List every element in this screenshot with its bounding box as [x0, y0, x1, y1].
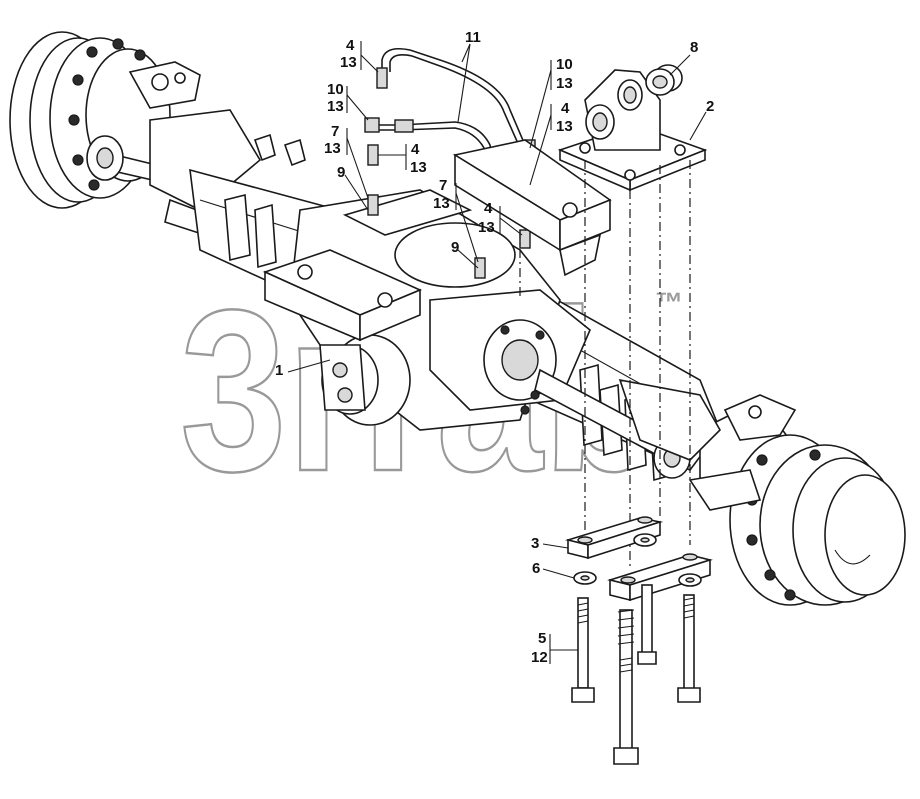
callout-5: 5	[538, 630, 546, 647]
callout-10: 10	[556, 56, 573, 73]
callouts: 4 13 10 13 7 13 4 13 9 11 10 13 4 13 7 1…	[275, 29, 714, 666]
left-mount-pad	[262, 249, 423, 342]
callout-2: 2	[706, 98, 714, 115]
callout-13: 13	[433, 195, 450, 212]
pinion-flange	[319, 334, 411, 426]
callout-9: 9	[337, 164, 345, 181]
callout-13: 13	[410, 159, 427, 176]
callout-4: 4	[346, 37, 355, 54]
callout-12: 12	[531, 649, 548, 666]
washers	[573, 533, 702, 587]
callout-13: 13	[556, 118, 573, 135]
watermark-trademark: ™	[655, 287, 683, 318]
callout-10: 10	[327, 81, 344, 98]
callout-7: 7	[439, 177, 447, 194]
callout-13: 13	[556, 75, 573, 92]
right-wheel-hub	[699, 394, 906, 606]
callout-11: 11	[465, 29, 481, 46]
leader-lines	[287, 41, 707, 664]
right-tie-rod	[534, 368, 762, 511]
callout-8: 8	[690, 39, 698, 56]
callout-4: 4	[561, 100, 570, 117]
callout-3: 3	[531, 535, 539, 552]
callout-4: 4	[484, 200, 493, 217]
callout-4: 4	[411, 141, 420, 158]
callout-6: 6	[532, 560, 540, 577]
callout-7: 7	[331, 123, 339, 140]
callout-13: 13	[327, 98, 344, 115]
pivot-bracket	[557, 69, 708, 192]
alignment-lines	[519, 160, 691, 570]
callout-13: 13	[340, 54, 357, 71]
callout-13: 13	[478, 219, 495, 236]
callout-13: 13	[324, 140, 341, 157]
callout-1: 1	[275, 362, 283, 379]
callout-9: 9	[451, 239, 459, 256]
bushing	[645, 64, 683, 96]
upper-mount-bracket	[452, 139, 612, 277]
spacer-plates	[565, 516, 713, 602]
bolts	[571, 584, 701, 765]
